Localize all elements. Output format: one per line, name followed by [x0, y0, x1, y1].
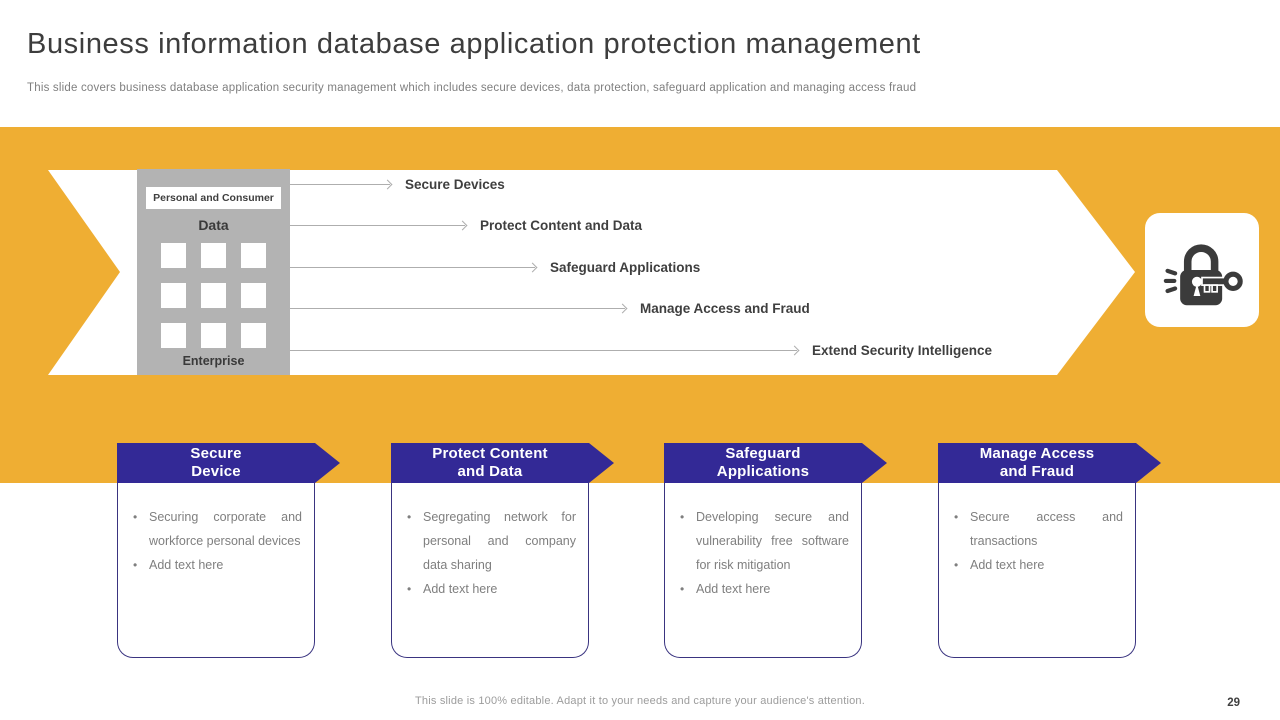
grid-square	[201, 323, 226, 348]
bullet-list: Developing secure and vulnerability free…	[665, 483, 861, 601]
flow-row-extend-security: Extend Security Intelligence	[290, 343, 992, 358]
arrow-line	[290, 350, 797, 351]
flow-label: Extend Security Intelligence	[812, 343, 993, 358]
bullet-list: Securing corporate and workforce persona…	[118, 483, 314, 577]
flow-row-secure-devices: Secure Devices	[290, 177, 505, 192]
card-title-line: and Data	[457, 463, 523, 480]
card-title-line: Secure	[190, 445, 242, 462]
card-title-line: Safeguard	[725, 445, 801, 462]
flow-row-manage-access: Manage Access and Fraud	[290, 301, 810, 316]
flow-row-safeguard-applications: Safeguard Applications	[290, 260, 700, 275]
card-title-line: Protect Content	[432, 445, 548, 462]
enterprise-label: Enterprise	[182, 354, 245, 368]
lock-and-key-icon	[1163, 244, 1243, 306]
grid-square	[161, 243, 186, 268]
bullet-item: Segregating network for personal and com…	[405, 505, 576, 577]
bullet-list: Segregating network for personal and com…	[392, 483, 588, 601]
lock-badge	[1145, 213, 1259, 327]
bullet-item: Add text here	[405, 577, 576, 601]
white-flow-arrow-shape	[48, 170, 1135, 375]
flow-label: Secure Devices	[405, 177, 505, 192]
grid-square	[201, 243, 226, 268]
bullet-item: Securing corporate and workforce persona…	[131, 505, 302, 553]
card-secure-device: Securing corporate and workforce persona…	[117, 483, 315, 658]
flow-label: Protect Content and Data	[480, 218, 643, 233]
card-banner-protect-content: Protect Content and Data	[391, 443, 614, 483]
page-title: Business information database applicatio…	[27, 28, 921, 60]
bullet-list: Secure access and transactions Add text …	[939, 483, 1135, 577]
arrow-line	[290, 225, 465, 226]
bullet-item: Add text here	[131, 553, 302, 577]
data-label: Data	[198, 217, 229, 233]
flow-label: Safeguard Applications	[550, 260, 701, 275]
grid-square	[161, 283, 186, 308]
grid-square	[161, 323, 186, 348]
data-grid	[161, 243, 266, 348]
card-manage-access: Secure access and transactions Add text …	[938, 483, 1136, 658]
page-number: 29	[1227, 697, 1240, 709]
bullet-item: Add text here	[678, 577, 849, 601]
card-title-line: and Fraud	[999, 463, 1075, 480]
grid-square	[201, 283, 226, 308]
flow-row-protect-content: Protect Content and Data	[290, 218, 642, 233]
bullet-item: Secure access and transactions	[952, 505, 1123, 553]
process-band: Personal and Consumer Data Enterprise Se…	[0, 127, 1280, 483]
footer-note: This slide is 100% editable. Adapt it to…	[415, 695, 865, 707]
card-banner-secure-device: Secure Device	[117, 443, 340, 483]
personal-consumer-label: Personal and Consumer	[146, 187, 281, 209]
page-subtitle: This slide covers business database appl…	[27, 82, 917, 94]
card-banner-safeguard-applications: Safeguard Applications	[664, 443, 887, 483]
grid-square	[241, 323, 266, 348]
card-title-line: Manage Access	[979, 445, 1095, 462]
card-banner-manage-access: Manage Access and Fraud	[938, 443, 1161, 483]
arrow-line	[290, 267, 535, 268]
flow-label: Manage Access and Fraud	[640, 301, 810, 316]
card-title-line: Device	[191, 463, 241, 480]
card-protect-content: Segregating network for personal and com…	[391, 483, 589, 658]
bullet-item: Developing secure and vulnerability free…	[678, 505, 849, 577]
data-source-box: Personal and Consumer Data Enterprise	[137, 169, 290, 375]
arrow-line	[290, 308, 625, 309]
grid-square	[241, 283, 266, 308]
arrow-line	[290, 184, 390, 185]
grid-square	[241, 243, 266, 268]
card-safeguard-applications: Developing secure and vulnerability free…	[664, 483, 862, 658]
bullet-item: Add text here	[952, 553, 1123, 577]
card-title-line: Applications	[716, 463, 810, 480]
